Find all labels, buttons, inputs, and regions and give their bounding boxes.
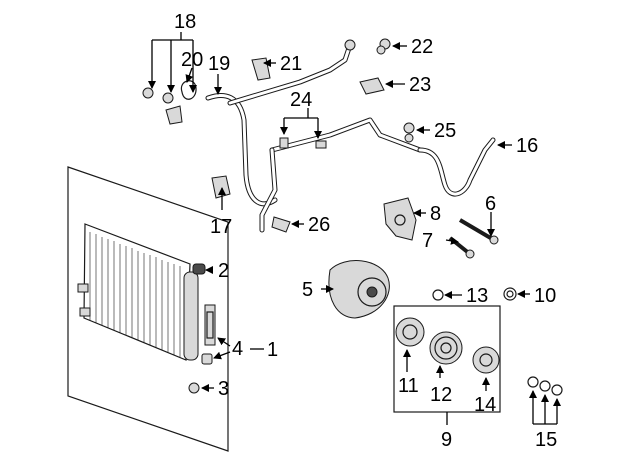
cap-part-2 [192, 263, 206, 275]
oring-part-10 [503, 287, 517, 301]
callout-10: 10 [534, 285, 556, 307]
discharge-hose [205, 93, 278, 207]
callout-16: 16 [516, 135, 538, 157]
shims-part-15 [527, 376, 563, 396]
bolt-part-3 [188, 382, 200, 394]
pulley-part-12 [429, 331, 463, 365]
condenser [77, 223, 199, 361]
callout-21: 21 [280, 53, 302, 75]
bracket-part-8 [383, 197, 417, 241]
switch-part-26 [271, 216, 291, 233]
callout-6: 6 [485, 193, 496, 215]
bracket-part-20 [180, 80, 197, 100]
callout-11: 11 [398, 375, 419, 397]
callout-26: 26 [308, 214, 330, 236]
callout-14: 14 [474, 394, 496, 416]
bracket-part-23 [359, 77, 385, 95]
seal-part-18 [142, 87, 183, 125]
callout-19: 19 [208, 53, 230, 75]
clip-part-22 [376, 38, 391, 55]
callout-3: 3 [218, 378, 229, 400]
suction-line [227, 39, 356, 106]
callout-7: 7 [422, 230, 433, 252]
leader-lines [152, 32, 561, 425]
clutch-hub-part-11 [395, 317, 425, 347]
bolt-part-6 [458, 218, 499, 245]
callout-15: 15 [535, 429, 557, 451]
valve-part-24 [279, 137, 327, 149]
callout-22: 22 [411, 36, 433, 58]
compressor [328, 260, 390, 319]
callout-13: 13 [466, 285, 488, 307]
dryer-element [204, 304, 216, 346]
callout-8: 8 [430, 203, 441, 225]
callout-23: 23 [409, 74, 431, 96]
clip-part-25 [403, 122, 415, 143]
condenser-panel [67, 166, 229, 452]
callout-12: 12 [430, 384, 452, 406]
oring-part-13 [432, 289, 444, 301]
callout-18: 18 [174, 11, 196, 33]
callout-2: 2 [218, 260, 229, 282]
callout-20: 20 [181, 49, 203, 71]
coil-part-14 [472, 346, 500, 374]
callout-5: 5 [302, 279, 313, 301]
liquid-line [259, 117, 423, 233]
hose-part-16 [417, 137, 496, 197]
plug-part-4 [201, 353, 213, 365]
callout-24: 24 [290, 89, 312, 111]
fitting-part-17 [211, 175, 231, 199]
callout-9: 9 [441, 429, 452, 451]
bracket-part-21 [251, 57, 271, 81]
callout-25: 25 [434, 120, 456, 142]
callout-17: 17 [210, 216, 232, 238]
callout-4: 4 [232, 338, 243, 360]
callout-1: 1 [267, 339, 278, 361]
